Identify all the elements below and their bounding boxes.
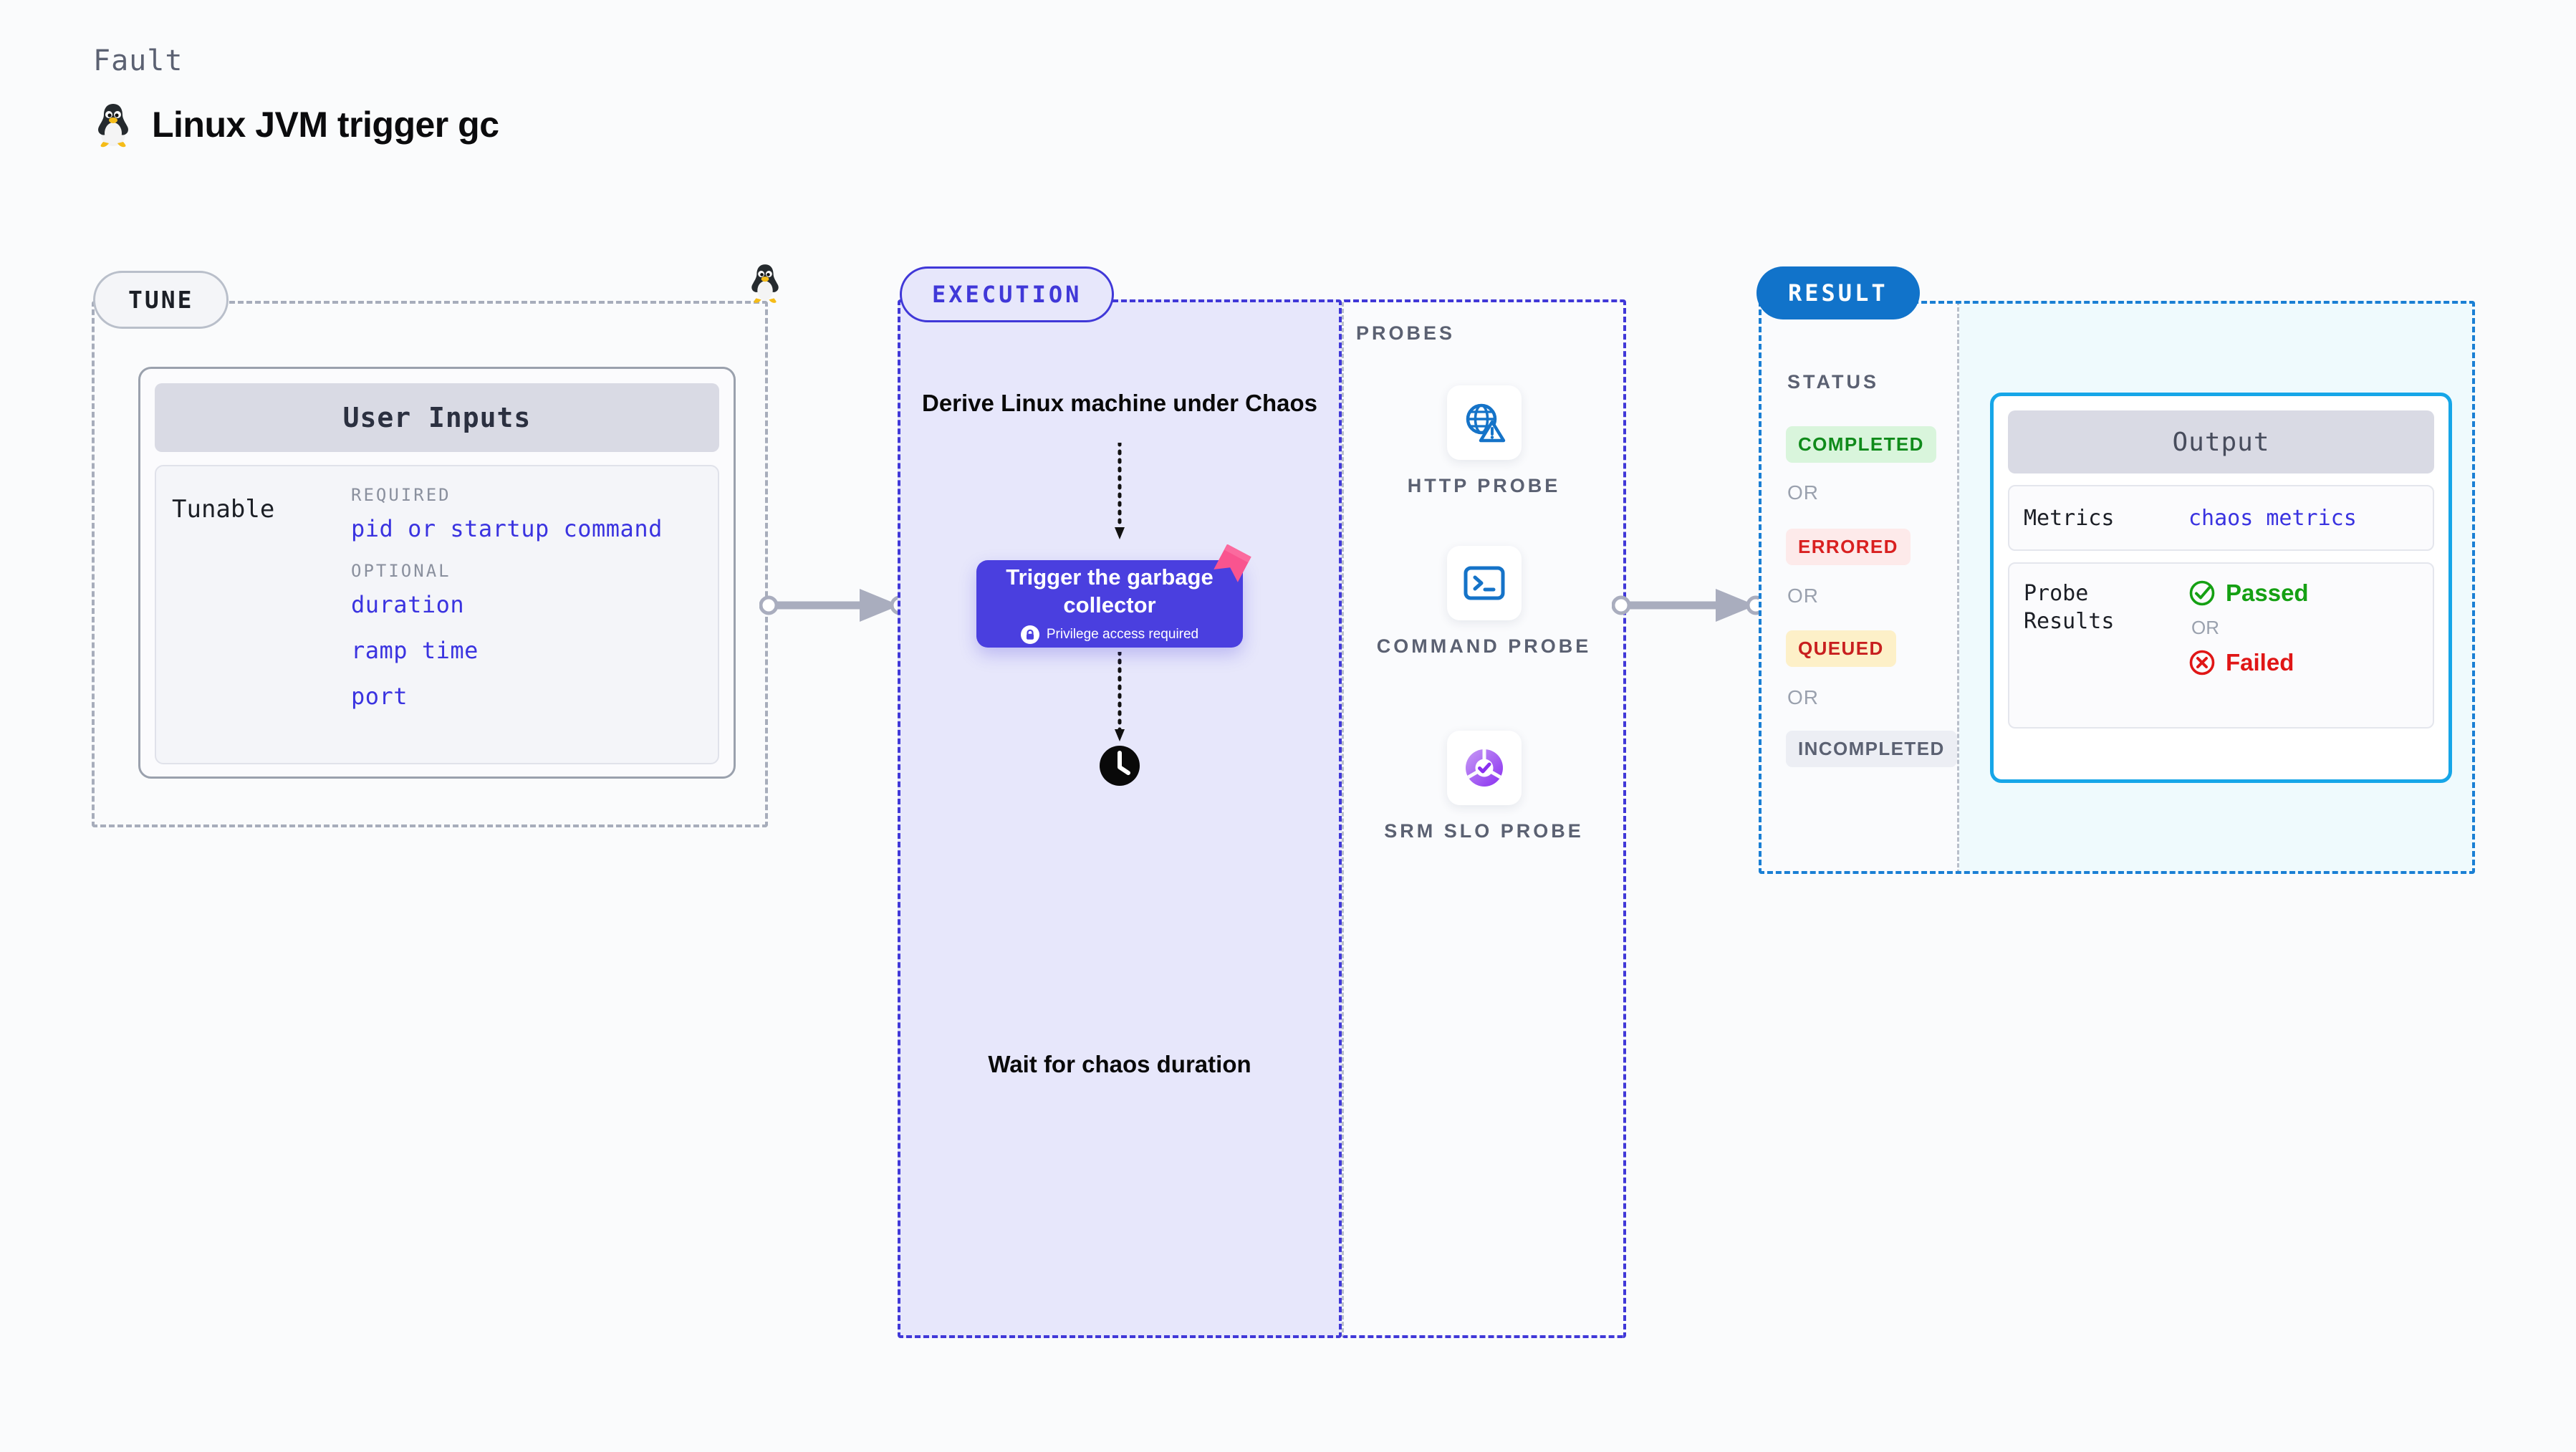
linux-tux-icon [93, 102, 133, 148]
linux-tux-corner-icon [747, 262, 783, 304]
flow-arrow-down-icon [1115, 443, 1125, 539]
metrics-row: Metrics chaos metrics [2008, 485, 2434, 551]
connector-tune-to-execution [759, 589, 910, 622]
ribbon-icon [1213, 544, 1251, 582]
title-row: Linux JVM trigger gc [93, 102, 499, 148]
status-badge-queued: QUEUED [1786, 630, 1896, 667]
metrics-key: Metrics [2024, 505, 2115, 531]
tunable-item[interactable]: ramp time [351, 637, 479, 664]
execution-flow: Derive Linux machine under Chaos Wait fo… [898, 299, 1342, 1338]
or-label: OR [1787, 481, 1819, 504]
result-region [1759, 301, 2475, 874]
page-title: Linux JVM trigger gc [152, 105, 499, 145]
lock-icon [1020, 625, 1039, 644]
probe-results-key: Probe Results [2024, 581, 2115, 634]
tune-badge[interactable]: TUNE [93, 271, 229, 329]
tunable-box: Tunable REQUIRED pid or startup command … [155, 465, 719, 764]
privilege-note-text: Privilege access required [1046, 626, 1199, 642]
tunable-item[interactable]: port [351, 683, 408, 710]
status-badge-errored: ERRORED [1786, 529, 1911, 565]
fault-eyebrow: Fault [93, 44, 183, 77]
probe-result-passed: Passed [2188, 580, 2309, 607]
probe-label: HTTP PROBE [1407, 475, 1561, 496]
x-circle-icon [2189, 650, 2215, 675]
tune-region [92, 301, 768, 827]
execution-badge[interactable]: EXECUTION [900, 266, 1115, 322]
or-label: OR [1787, 585, 1819, 607]
or-label: OR [1787, 686, 1819, 708]
output-header: Output [2008, 410, 2434, 473]
probe-label: COMMAND PROBE [1376, 635, 1592, 657]
trigger-card-title: Trigger the garbage collector [1006, 564, 1213, 617]
status-title: STATUS [1787, 371, 1879, 393]
clock-icon [1100, 746, 1140, 786]
execution-region [898, 299, 1342, 1338]
group-title-required: REQUIRED [351, 485, 451, 505]
tunable-item[interactable]: pid or startup command [351, 515, 663, 542]
user-inputs-card: User Inputs Tunable REQUIRED pid or star… [138, 367, 736, 779]
probe-result-failed: Failed [2188, 649, 2309, 676]
result-status-column [1759, 301, 1959, 874]
slo-donut-check-icon [1446, 731, 1522, 805]
globe-warning-icon [1446, 385, 1522, 460]
terminal-icon [1446, 546, 1522, 620]
trigger-garbage-collector-card[interactable]: Trigger the garbage collector Privilege … [976, 560, 1243, 648]
tunable-item[interactable]: duration [351, 591, 465, 618]
probe-tile-http[interactable]: HTTP PROBE [1342, 385, 1626, 499]
metrics-value-link[interactable]: chaos metrics [2188, 505, 2357, 531]
result-badge[interactable]: RESULT [1756, 266, 1920, 319]
probe-tile-srm-slo[interactable]: SRM SLO PROBE [1342, 731, 1626, 844]
derive-step-label: Derive Linux machine under Chaos [922, 390, 1317, 416]
status-badge-completed: COMPLETED [1786, 426, 1936, 463]
privilege-note: Privilege access required [1020, 625, 1199, 644]
user-inputs-header: User Inputs [155, 383, 719, 452]
probe-label: SRM SLO PROBE [1384, 820, 1584, 842]
probes-region [1342, 299, 1626, 1338]
probe-results-row: Probe Results Passed OR Failed [2008, 562, 2434, 729]
failed-label: Failed [2226, 649, 2294, 675]
connector-execution-to-result [1612, 589, 1766, 622]
probe-results-values: Passed OR Failed [2188, 580, 2309, 676]
wait-step-label: Wait for chaos duration [988, 1051, 1251, 1077]
output-card: Output Metrics chaos metrics Probe Resul… [1990, 393, 2452, 783]
probes-title: PROBES [1356, 322, 1456, 344]
or-label: OR [2191, 617, 2219, 638]
passed-label: Passed [2226, 580, 2309, 606]
tunable-groups: REQUIRED pid or startup command OPTIONAL… [351, 485, 702, 744]
tunable-label: Tunable [172, 495, 275, 524]
probe-tile-command[interactable]: COMMAND PROBE [1342, 546, 1626, 659]
check-circle-icon [2189, 580, 2215, 606]
page-header: Fault Linux JVM trigger gc [93, 44, 499, 148]
group-title-optional: OPTIONAL [351, 561, 451, 581]
status-badge-incompleted: INCOMPLETED [1786, 731, 1957, 767]
flow-arrow-down-icon [1115, 652, 1125, 741]
